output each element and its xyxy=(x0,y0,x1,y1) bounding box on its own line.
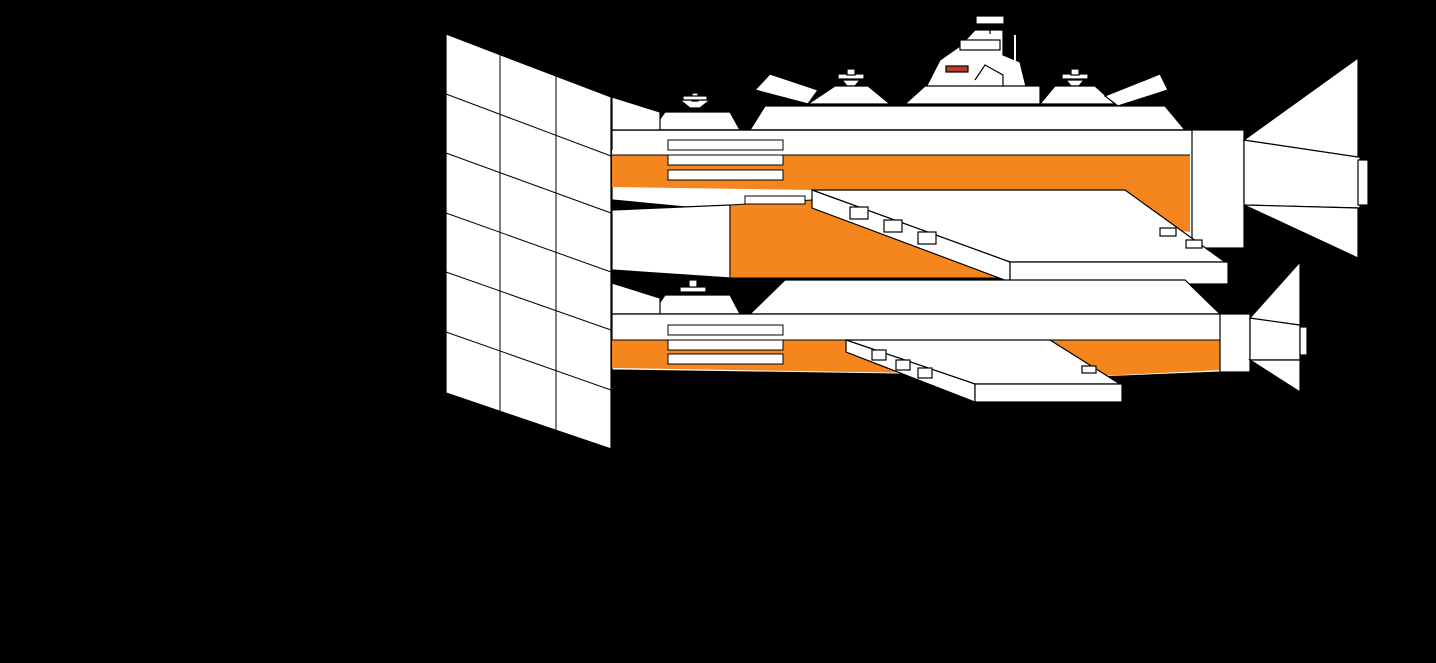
mid-hull xyxy=(611,195,1006,279)
lower-superstructure xyxy=(611,279,1222,315)
upper-radar-dishes xyxy=(678,68,1089,109)
upper-superstructure xyxy=(650,73,1187,131)
solar-panel-array xyxy=(445,33,612,450)
lower-flight-deck xyxy=(845,339,1123,403)
lower-engine xyxy=(1219,260,1308,394)
upper-engine xyxy=(1191,56,1369,259)
upper-flight-deck xyxy=(811,189,1229,285)
